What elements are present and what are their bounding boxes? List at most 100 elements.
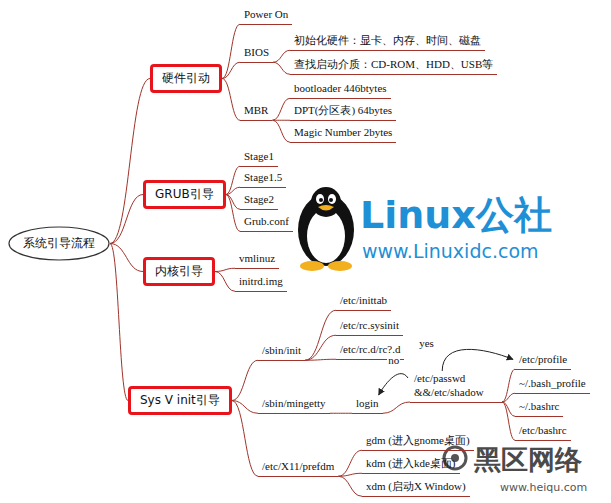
branch-item: /etc/passwd &&/etc/shadow xyxy=(410,372,502,403)
branch-line xyxy=(305,335,336,360)
branch-line xyxy=(110,195,143,244)
branch-line xyxy=(502,402,515,440)
root-ellipse: 系统引导流程 xyxy=(8,226,110,261)
node-text: BIOS xyxy=(244,46,269,60)
node-text: xdm (启动X Window) xyxy=(366,480,466,494)
branch-line xyxy=(215,268,235,271)
watermark-title: Linux公社 xyxy=(360,190,552,241)
node-text: kdm (进入kde桌面) xyxy=(366,457,456,471)
branch-item: /etc/inittab xyxy=(336,294,391,311)
node-text: /etc/bashrc xyxy=(519,424,567,438)
branch-item: ~/.bashrc xyxy=(515,400,563,417)
branch-line xyxy=(305,310,336,360)
branch-line xyxy=(222,79,240,121)
branch-line xyxy=(383,402,410,413)
branch-item: gdm (进入gnome桌面) xyxy=(362,434,474,451)
node-text: GRUB引导 xyxy=(155,186,214,203)
branch-item: /etc/X11/prefdm xyxy=(258,460,338,477)
stage-box: 内核引导 xyxy=(143,257,215,286)
node-text: bootloader 446btytes xyxy=(294,82,387,96)
node-text: Stage1.5 xyxy=(244,171,282,185)
node-text: /sbin/init xyxy=(262,344,301,358)
branch-item: xdm (启动X Window) xyxy=(362,480,470,497)
node-text: login xyxy=(356,397,379,411)
branch-line xyxy=(226,187,240,194)
branch-item: BIOS xyxy=(240,46,273,63)
branch-line xyxy=(226,195,240,232)
branch-item: bootloader 446btytes xyxy=(290,82,391,99)
stage-box: 硬件引动 xyxy=(150,64,222,93)
branch-line xyxy=(502,393,515,402)
node-text: 系统引导流程 xyxy=(23,235,95,252)
branch-line xyxy=(273,62,290,74)
branch-item: Magic Number 2bytes xyxy=(290,126,396,143)
node-text: Power On xyxy=(244,8,288,22)
branch-line xyxy=(273,50,290,62)
edge-label: yes xyxy=(418,337,435,349)
watermark-url: www.Linuxidc.com xyxy=(362,240,539,262)
node-text: gdm (进入gnome桌面) xyxy=(366,434,470,448)
node-text: ~/.bash_profile xyxy=(519,377,586,391)
branch-item: /etc/bashrc xyxy=(515,424,571,441)
node-text: 初始化硬件：显卡、内存、时间、磁盘 xyxy=(294,34,481,48)
node-text: Sys V init引导 xyxy=(140,392,220,409)
node-text: 查找启动介质：CD-ROM、HDD、USB等 xyxy=(294,58,493,72)
node-text: /etc/passwd &&/etc/shadow xyxy=(414,372,498,400)
node-text: /etc/rc.sysinit xyxy=(340,319,399,333)
branch-item: DPT(分区表) 64bytes xyxy=(290,104,396,121)
branch-item: /sbin/init xyxy=(258,344,305,361)
branch-item: 查找启动介质：CD-ROM、HDD、USB等 xyxy=(290,58,497,75)
node-text: 内核引导 xyxy=(155,263,203,280)
branch-line xyxy=(232,401,258,477)
node-text: initrd.img xyxy=(239,275,283,289)
flow-arrow xyxy=(379,374,408,395)
branch-line xyxy=(272,120,290,142)
edge-label: no xyxy=(387,354,400,366)
watermark-url: www.heiqu.com xyxy=(500,481,587,494)
node-text: Magic Number 2bytes xyxy=(294,126,392,140)
branch-item: Stage1 xyxy=(240,150,278,167)
branch-item: Grub.conf xyxy=(240,215,293,232)
branch-line xyxy=(338,476,362,496)
branch-item: /sbin/mingetty xyxy=(258,397,330,414)
node-text: DPT(分区表) 64bytes xyxy=(294,104,392,118)
node-text: 硬件引动 xyxy=(162,70,210,87)
node-text: /etc/profile xyxy=(519,353,567,367)
branch-item: kdm (进入kde桌面) xyxy=(362,457,460,474)
branch-line xyxy=(338,450,362,476)
branch-item: Stage2 xyxy=(240,193,278,210)
watermark-title: 黑区网络 xyxy=(474,442,582,478)
branch-line xyxy=(110,244,128,401)
branch-line xyxy=(222,62,240,78)
branch-line xyxy=(110,79,150,244)
branch-item: Stage1.5 xyxy=(240,171,286,188)
node-text: MBR xyxy=(244,104,268,118)
flow-arrow xyxy=(442,349,513,371)
branch-item: initrd.img xyxy=(235,275,287,292)
node-text: Stage2 xyxy=(244,193,274,207)
branch-line xyxy=(232,360,258,400)
branch-item: Power On xyxy=(240,8,292,25)
branch-line xyxy=(226,166,240,194)
stage-box: GRUB引导 xyxy=(143,180,226,209)
branch-item: 初始化硬件：显卡、内存、时间、磁盘 xyxy=(290,34,485,51)
penguin-logo xyxy=(298,187,354,271)
branch-item: /etc/profile xyxy=(515,353,571,370)
branch-item: vmlinuz xyxy=(235,252,279,269)
branch-item: ~/.bash_profile xyxy=(515,377,590,394)
branch-line xyxy=(338,473,362,476)
branch-line xyxy=(222,24,240,78)
node-text: /sbin/mingetty xyxy=(262,397,326,411)
branch-line xyxy=(502,369,515,402)
node-text: /etc/X11/prefdm xyxy=(262,460,334,474)
node-text: ~/.bashrc xyxy=(519,400,559,414)
stage-box: Sys V init引导 xyxy=(128,386,232,415)
branch-item: /etc/rc.sysinit xyxy=(336,319,403,336)
node-text: Grub.conf xyxy=(244,215,289,229)
node-text: /etc/inittab xyxy=(340,294,387,308)
branch-line xyxy=(305,359,336,360)
branch-item: login xyxy=(352,397,383,414)
node-text: Stage1 xyxy=(244,150,274,164)
branch-line xyxy=(330,413,352,414)
